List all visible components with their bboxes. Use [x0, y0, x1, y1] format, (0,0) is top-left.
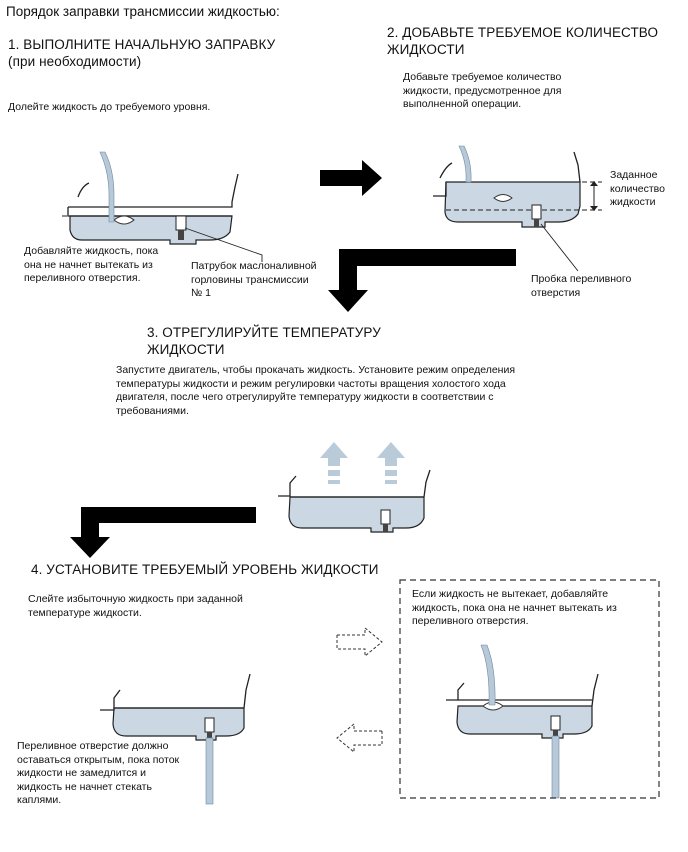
drain-stream-step4: [205, 737, 214, 805]
step2-label-plug: Пробка переливного отверстия: [531, 273, 632, 299]
pan-step4-box: [446, 673, 599, 739]
step4-box-text: Если жидкость не вытекает, добавляйте жи…: [412, 588, 617, 627]
pan-step3: [278, 469, 431, 533]
note-dashed-box: [399, 579, 660, 799]
fill-stream-box: [480, 644, 496, 706]
pan-step2: [433, 151, 602, 228]
step3-text: Запустите двигатель, чтобы прокачать жид…: [116, 364, 516, 417]
step1-text: Долейте жидкость до требуемого уровня.: [8, 101, 211, 113]
arrow-down-left-icon-2: [70, 507, 256, 558]
heat-arrow-icon: [320, 442, 405, 484]
step2-label-amount: Заданное количество жидкости: [610, 169, 665, 208]
step3-heading: 3. ОТРЕГУЛИРУЙТЕ ТЕМПЕРАТУРУ ЖИДКОСТИ: [147, 325, 381, 357]
step4-heading: 4. УСТАНОВИТЕ ТРЕБУЕМЫЙ УРОВЕНЬ ЖИДКОСТИ: [31, 562, 379, 577]
fill-stream-step2: [458, 145, 472, 183]
step2-heading: 2. ДОБАВЬТЕ ТРЕБУЕМОЕ КОЛИЧЕСТВО ЖИДКОСТ…: [387, 25, 659, 57]
dashed-arrow-left-icon: [336, 722, 383, 754]
step1-caption-right: Патрубок маслоналивной горловины трансми…: [191, 260, 317, 299]
page-title: Порядок заправки трансмиссии жидкостью:: [6, 4, 280, 19]
step4-caption-left: Переливное отверстие должно оставаться о…: [17, 740, 180, 806]
step1-heading: 1. ВЫПОЛНИТЕ НАЧАЛЬНУЮ ЗАПРАВКУ (при нео…: [8, 37, 276, 69]
pan-step4: [100, 673, 251, 741]
dashed-arrow-right-icon: [336, 626, 383, 658]
arrow-down-left-icon-1: [328, 249, 516, 312]
overflow-stream-box: [551, 735, 560, 799]
step1-caption-left: Добавляйте жидкость, пока она не начнет …: [24, 245, 159, 284]
arrow-right-icon: [320, 160, 382, 196]
step4-text: Слейте избыточную жидкость при заданной …: [28, 593, 243, 619]
pan-step1: [62, 173, 239, 245]
step2-text: Добавьте требуемое количество жидкости, …: [403, 71, 562, 110]
fill-stream-step1: [99, 151, 115, 223]
